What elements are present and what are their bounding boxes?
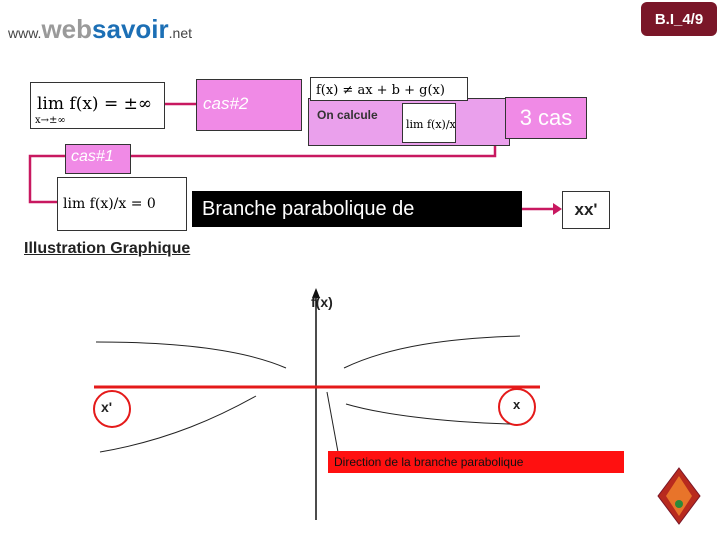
- formula-lim-zero: lim f(x)/x = 0: [57, 177, 187, 231]
- formula-lim-f-infinity: lim f(x) = ±∞ x→±∞: [30, 82, 165, 129]
- slide-badge: B.I_4/9: [641, 2, 717, 36]
- curve-upper-right: [343, 335, 521, 369]
- formula-non-affine-text: f(x) ≠ ax + b + g(x): [316, 83, 445, 98]
- xx-label: xx': [574, 200, 598, 219]
- formula-lim-f-text: lim f(x) = ±∞: [37, 94, 152, 114]
- brand-web: web: [41, 14, 93, 44]
- formula-lim-fx-over-x: lim f(x)/x: [402, 103, 457, 143]
- fx-axis-label: f(x): [311, 294, 333, 310]
- formula-lim-f-drawing: lim f(x) = ±∞ x→±∞: [35, 94, 152, 126]
- illustration-title: Illustration Graphique: [24, 240, 191, 257]
- branche-parabolique-box: Branche parabolique de: [192, 191, 522, 227]
- formula-lim-zero-drawing: lim f(x)/x = 0: [63, 196, 156, 212]
- direction-banner: Direction de la branche parabolique: [328, 451, 624, 473]
- calcule-label: On calcule: [317, 108, 378, 122]
- formula-lim-fx-over-x-text: lim f(x)/x: [406, 118, 455, 131]
- branche-label: Branche parabolique de: [202, 197, 415, 220]
- x-label: x: [513, 397, 521, 412]
- formula-non-affine-drawing: f(x) ≠ ax + b + g(x): [316, 83, 445, 98]
- three-cases-label: 3 cas: [519, 105, 573, 130]
- direction-label: Direction de la branche parabolique: [334, 455, 524, 469]
- xprime-circle: [93, 390, 131, 428]
- formula-non-affine: f(x) ≠ ax + b + g(x): [310, 77, 468, 101]
- brand-savoir: savoir: [92, 14, 169, 44]
- y-axis-arrowhead: [312, 288, 320, 298]
- direction-pointer: [326, 391, 339, 453]
- cas2-box: [196, 79, 302, 131]
- cas1-box: [65, 144, 131, 174]
- brand-suffix: .net: [168, 25, 192, 41]
- brand-prefix: www.: [8, 25, 42, 41]
- curve-lower-right: [345, 403, 511, 425]
- formula-lim-fx-over-x-drawing: lim f(x)/x: [406, 118, 457, 131]
- curve-lower-left: [99, 395, 257, 453]
- cas1-label: cas#1: [71, 148, 114, 165]
- cas2-label: cas#2: [203, 94, 249, 113]
- crest-icon: [657, 467, 701, 525]
- formula-lim-f-sub: x→±∞: [35, 115, 66, 126]
- connector-branche-arrowhead: [553, 203, 562, 215]
- site-brand: www.websavoir.net: [8, 14, 192, 45]
- curve-upper-left: [95, 341, 287, 369]
- xprime-label: x': [101, 399, 113, 415]
- formula-lim-zero-text: lim f(x)/x = 0: [63, 196, 156, 212]
- xx-axis-box: xx': [562, 191, 610, 229]
- x-circle: [498, 388, 536, 426]
- three-cases-box: 3 cas: [505, 97, 587, 139]
